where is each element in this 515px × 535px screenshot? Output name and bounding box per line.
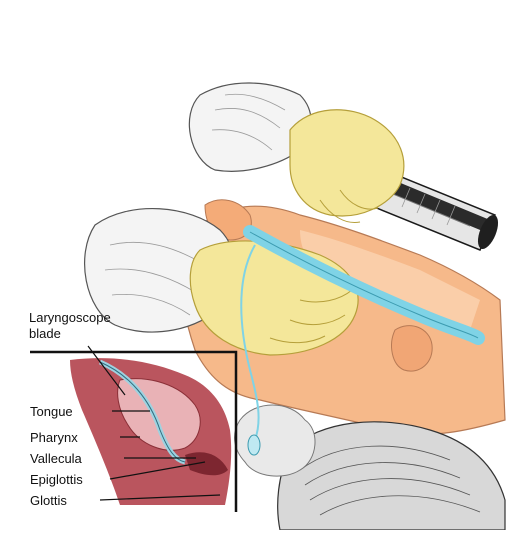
tongue-region [117,378,201,451]
pilot-balloon [247,434,261,456]
patient-ear [391,325,433,372]
label-vallecula: Vallecula [30,451,82,466]
leader-glottis [99,494,221,501]
patient-forehead-highlight [300,230,480,330]
cutaway-frame [30,350,238,512]
label-laryngoscope-line1: Laryngoscope [29,310,111,325]
upper-sleeve-folds [211,93,286,151]
leader-lines [87,345,221,501]
hair-strands [299,445,481,516]
lower-glove-fingers [269,289,353,344]
upper-glove [289,109,405,217]
pillow [234,404,316,477]
label-laryngoscope-line2: blade [29,326,61,341]
leader-epiglottis [109,461,206,480]
label-glottis: Glottis [30,493,67,508]
blade-outline [99,361,186,463]
lower-sleeve-folds [104,241,201,316]
leader-laryngoscope [87,345,126,396]
label-epiglottis: Epiglottis [30,472,83,487]
label-pharynx: Pharynx [30,430,78,445]
patient-hair [277,421,506,531]
upper-glove-fingers [319,189,379,224]
tube-outline [249,231,479,339]
pilot-balloon-line [240,244,260,441]
label-tongue: Tongue [30,404,73,419]
